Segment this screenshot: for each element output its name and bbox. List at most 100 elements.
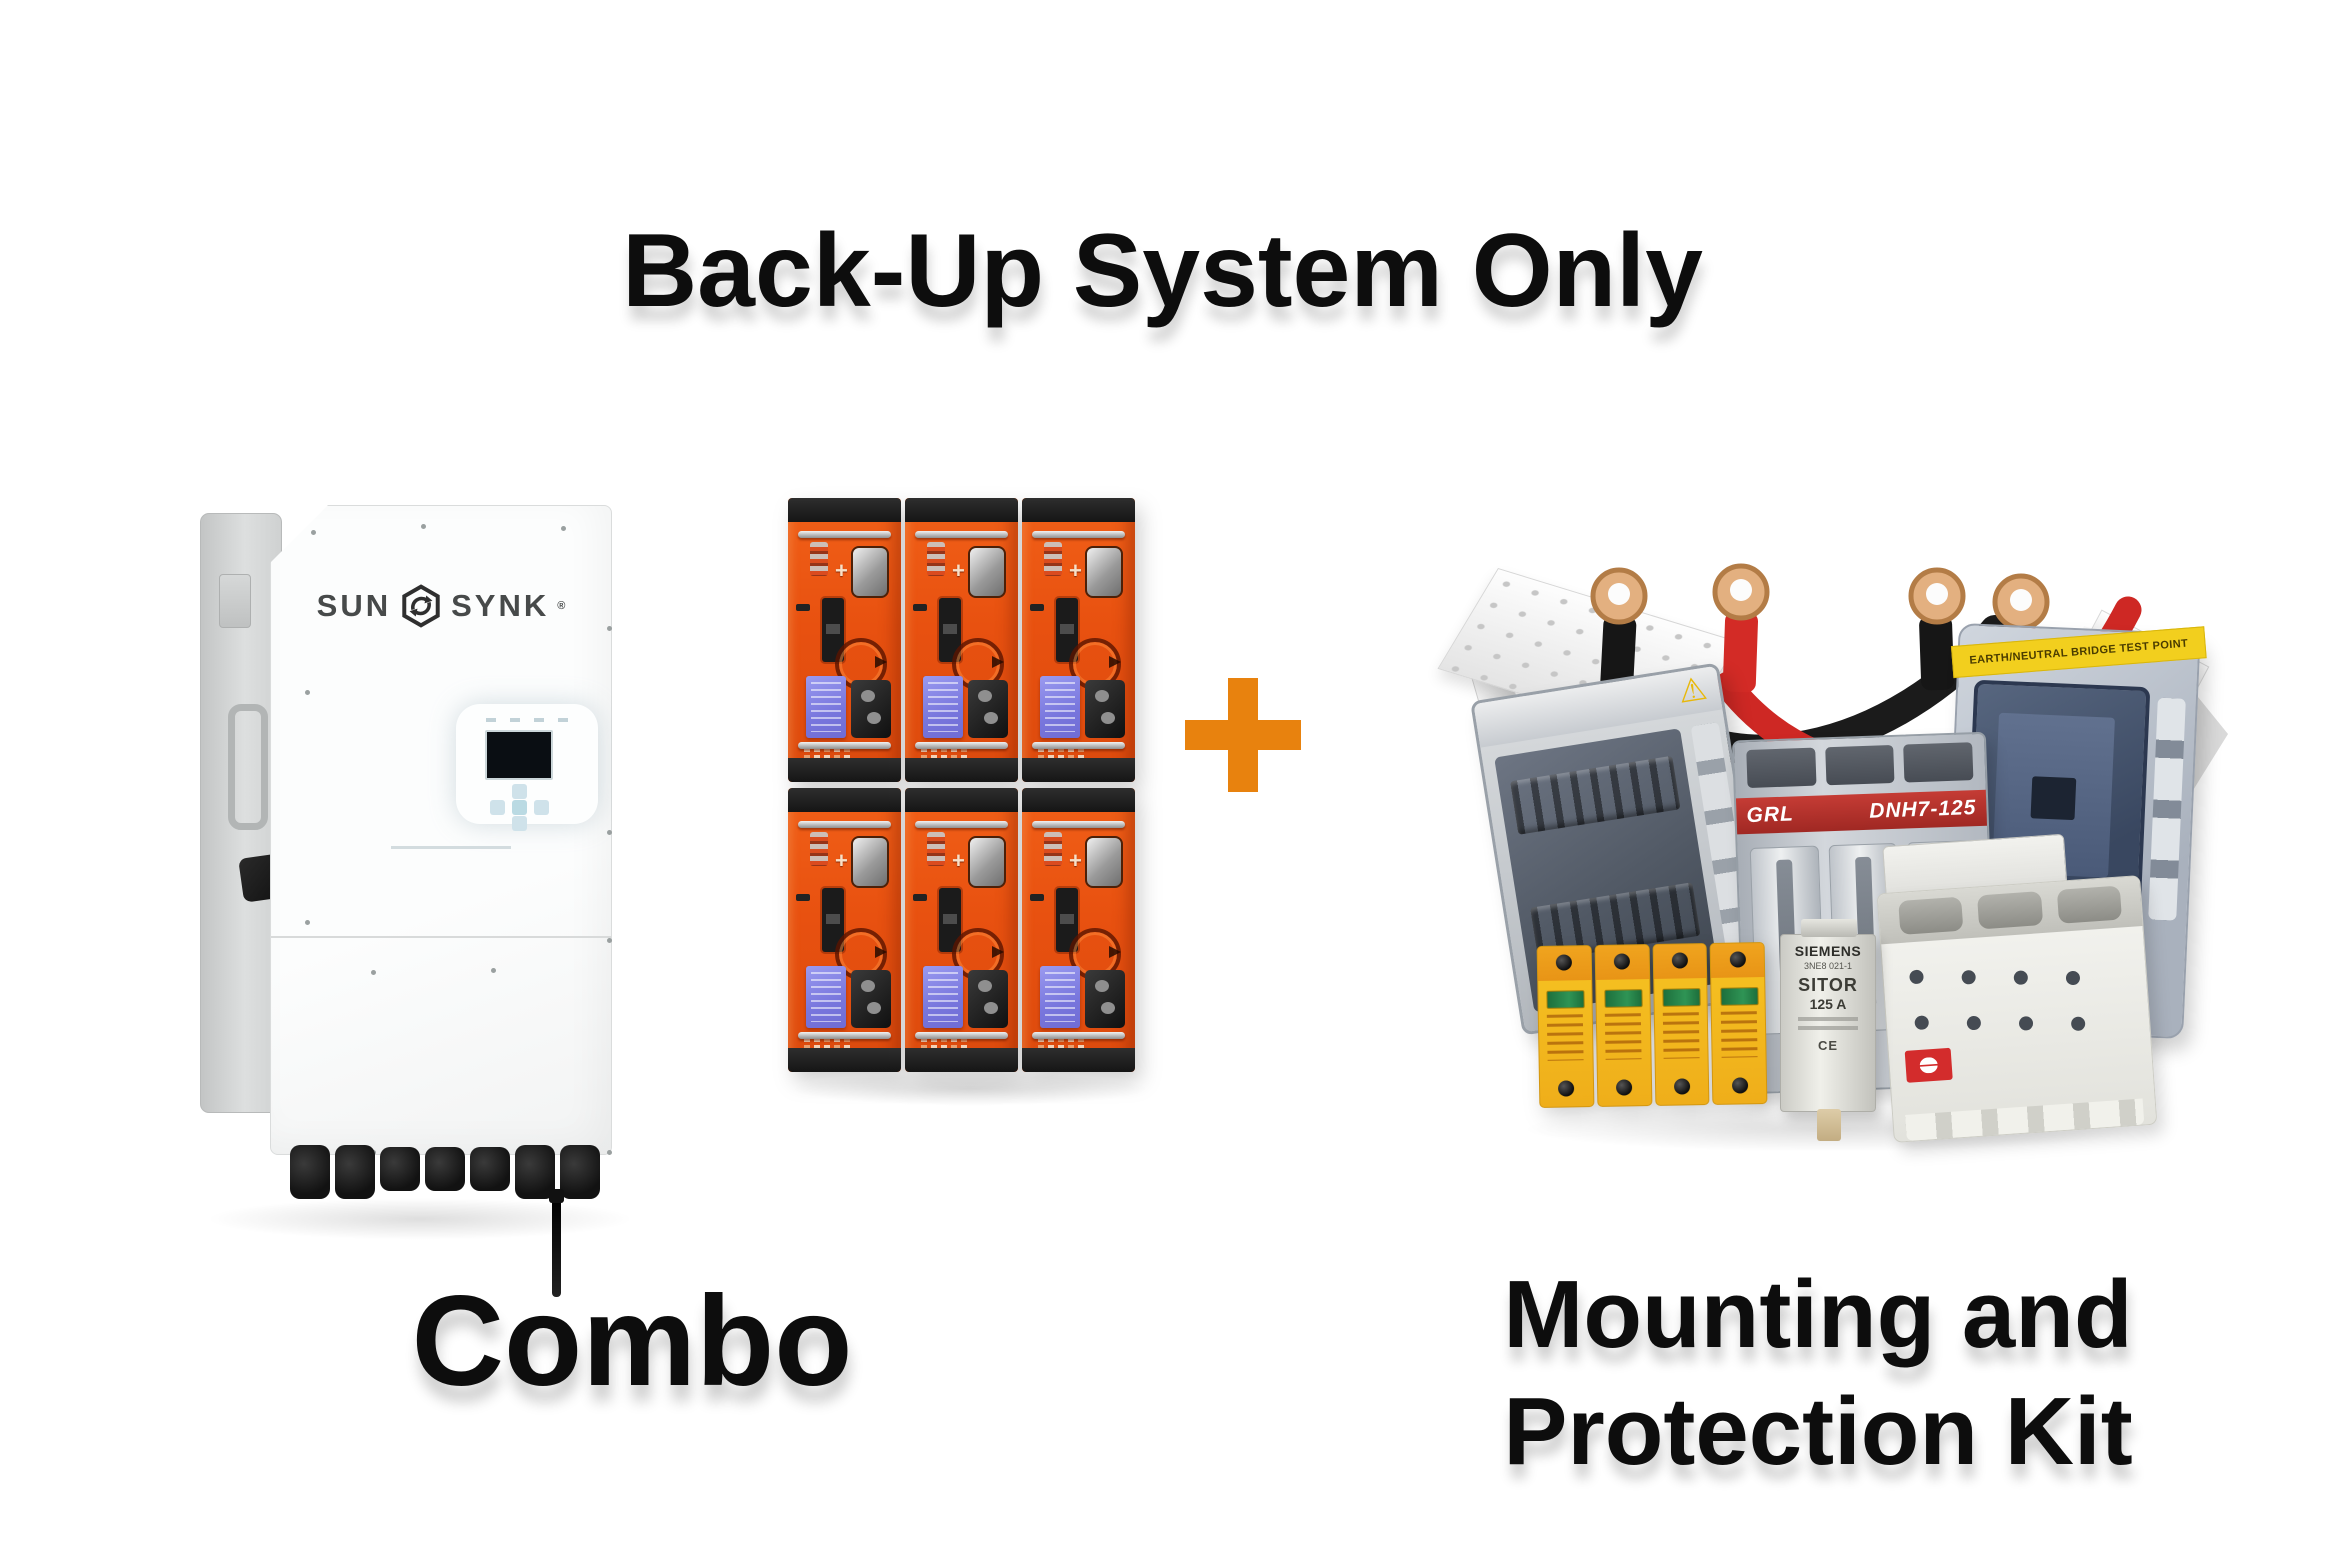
battery-wires (927, 542, 945, 576)
fuse-bottom-blade (1817, 1109, 1841, 1141)
fuse-rating: 125 A (1809, 996, 1847, 1012)
battery-negative-terminal (851, 970, 891, 1028)
enclosure-latch-rail (2148, 697, 2186, 921)
battery-top-cap (905, 788, 1018, 812)
terminal-cap (851, 836, 889, 888)
battery-positive-terminal: + (835, 546, 891, 598)
status-window (1662, 988, 1701, 1007)
spd-markings (1547, 1014, 1584, 1061)
screw-icon (1613, 953, 1631, 970)
battery-handle (915, 821, 1008, 828)
battery-switch (913, 604, 927, 611)
surge-protector-pole (1709, 942, 1768, 1105)
battery-negative-terminal (1085, 680, 1125, 738)
terminal-cap (1085, 546, 1123, 598)
status-led-icons (486, 718, 496, 722)
surge-protector-pole (1594, 944, 1652, 1107)
battery-breaker (1056, 598, 1078, 662)
nav-down-button (512, 816, 527, 831)
logo-text-synk: SYNK (451, 588, 550, 623)
breaker-din-feet (1905, 1098, 2145, 1141)
fuse-model: 3NE8 021-1 (1803, 961, 1853, 971)
status-window (1604, 989, 1643, 1008)
cable-gland (470, 1147, 510, 1191)
inverter-display-cluster (456, 704, 598, 831)
battery-bottom-cap (788, 1048, 901, 1072)
battery-breaker (939, 888, 961, 952)
battery-handle (798, 821, 891, 828)
fuse-slot (1824, 744, 1895, 786)
breaker-toggle (1898, 896, 1964, 935)
battery-module: + (788, 498, 901, 782)
screw-icon (1673, 1078, 1691, 1095)
battery-wires (927, 832, 945, 866)
battery-handle (1032, 1032, 1125, 1039)
screw-icon (1671, 952, 1688, 969)
battery-handle (798, 742, 891, 749)
fuse-fine-print (1798, 1017, 1858, 1021)
sitor-fuse: SIEMENS 3NE8 021-1 SITOR 125 A CE (1780, 919, 1876, 1141)
inverter-lcd-screen (485, 730, 553, 780)
nav-left-button (490, 800, 505, 815)
warning-triangle-icon: ⚠ (1675, 669, 1710, 710)
battery-bottom-cap (788, 758, 901, 782)
fuse-slot (1903, 742, 1974, 783)
nav-right-button (534, 800, 549, 815)
terminal-cap (968, 546, 1006, 598)
battery-shadow (790, 1072, 1150, 1106)
battery-spec-label (1040, 676, 1080, 738)
battery-spec-label (923, 966, 963, 1028)
battery-module: + (1022, 788, 1135, 1072)
fuse-holder-slots (1734, 734, 1985, 789)
sunsynk-logo: SUN SYNK ® (271, 584, 611, 628)
plus-mark: + (952, 848, 965, 873)
screw-icon (1731, 1077, 1748, 1094)
inverter-shadow (205, 1198, 635, 1240)
inverter-handle (228, 704, 268, 830)
battery-handle (798, 1032, 891, 1039)
sunsynk-inverter: SUN SYNK ® (195, 495, 635, 1325)
battery-fine-print (1038, 1038, 1044, 1042)
cable-glands (290, 1145, 600, 1199)
battery-negative-terminal (1085, 970, 1125, 1028)
plus-mark: + (835, 558, 848, 583)
battery-negative-terminal (851, 680, 891, 738)
cable-gland (335, 1145, 375, 1199)
fuse-slot (1746, 747, 1817, 789)
battery-handle (915, 531, 1008, 538)
battery-positive-terminal: + (1069, 836, 1125, 888)
battery-positive-terminal: + (952, 546, 1008, 598)
fuse-holder-model: DNH7-125 (1868, 796, 1977, 823)
screw-icon (1729, 951, 1746, 968)
inverter-body: SUN SYNK ® (270, 505, 612, 1155)
fuse-brand: SIEMENS (1794, 943, 1862, 959)
battery-bottom-cap (1022, 1048, 1135, 1072)
battery-negative-terminal (968, 970, 1008, 1028)
fuse-top-tab (1801, 919, 1857, 937)
battery-fine-print (921, 748, 927, 752)
circuit-breaker (1876, 875, 2158, 1143)
battery-positive-terminal: + (1069, 546, 1125, 598)
battery-fine-print (804, 1038, 810, 1042)
enclosure-label: EARTH/NEUTRAL BRIDGE TEST POINT (1950, 626, 2207, 679)
mounting-protection-kit: EARTH/NEUTRAL BRIDGE TEST POINT ⚠ GRL DN… (1437, 540, 2240, 1160)
battery-handle (1032, 821, 1125, 828)
cable-gland (290, 1145, 330, 1199)
breaker-terminal-screws (1909, 969, 1924, 985)
battery-spec-label (806, 676, 846, 738)
battery-wires (810, 542, 828, 576)
status-window (1720, 987, 1759, 1006)
sunsynk-hexagon-icon (402, 584, 440, 628)
battery-bank: + + (788, 498, 1140, 1078)
battery-top-cap (788, 498, 901, 522)
battery-handle (915, 742, 1008, 749)
battery-handle (1032, 531, 1125, 538)
battery-bottom-cap (1022, 758, 1135, 782)
battery-breaker (1056, 888, 1078, 952)
screw-icon (1616, 1079, 1633, 1096)
din-surge-row (1510, 755, 1681, 835)
kit-caption: Mounting and Protection Kit (1418, 1256, 2218, 1490)
battery-fine-print (921, 1038, 927, 1042)
battery-switch (796, 604, 810, 611)
battery-top-cap (905, 498, 1018, 522)
